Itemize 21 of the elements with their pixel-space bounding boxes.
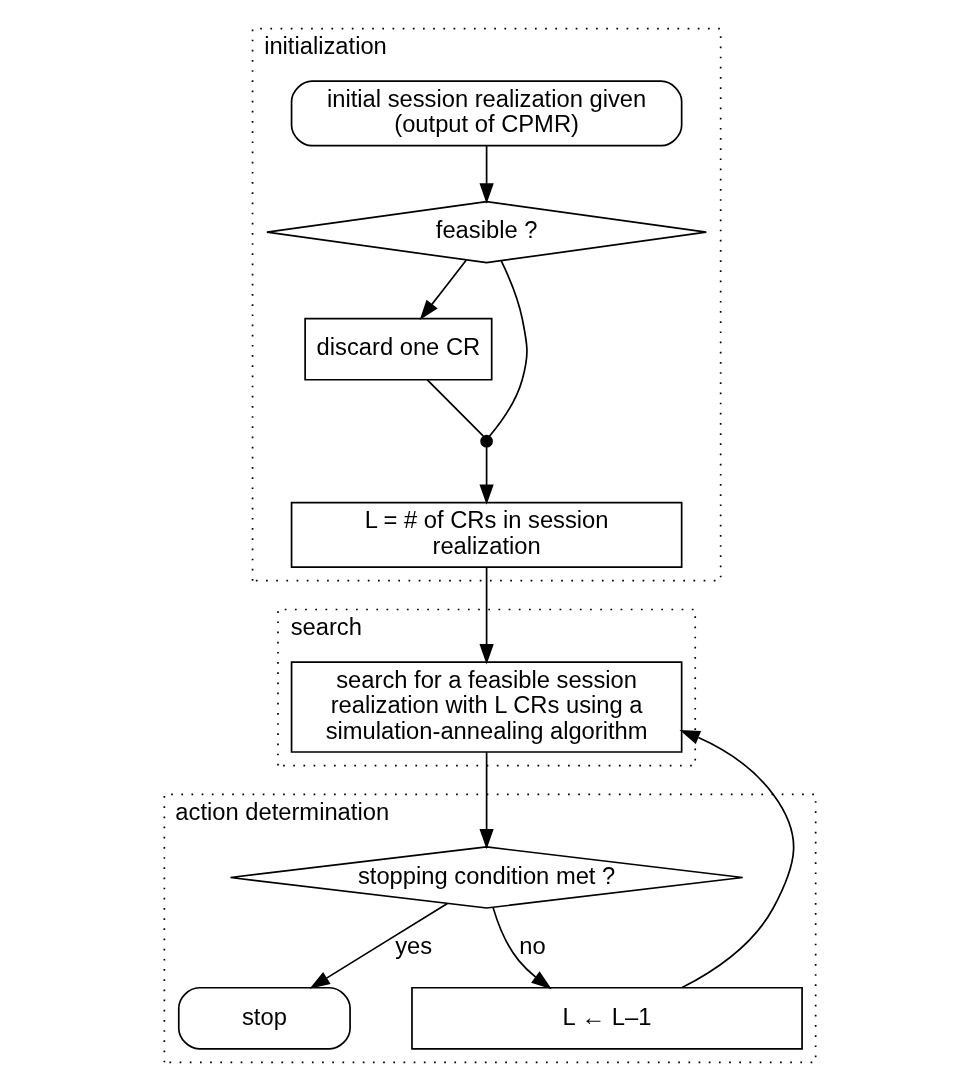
arrow [479, 145, 494, 204]
connector [488, 260, 528, 437]
node-box: discard one CR [304, 317, 493, 381]
node-diamond: feasible ? [266, 200, 708, 264]
arrow [479, 566, 494, 665]
arrow [479, 445, 494, 505]
edge-label: yes [395, 933, 433, 960]
node-box: initial session realization given (output of CPMR) [290, 80, 683, 147]
arrow [479, 751, 494, 850]
node-circle [480, 434, 493, 448]
arrow [492, 907, 552, 990]
node-box: stop [177, 986, 351, 1050]
node-diamond: stopping condition met ? [229, 846, 744, 909]
arrow [309, 902, 449, 989]
arrow [419, 259, 467, 321]
edge-label: no [519, 933, 546, 960]
arrow [679, 729, 795, 989]
node-box: L = # of CRs in session realization [290, 501, 683, 568]
node-box: search for a feasible session realization with L CRs using a simulation-annealing algorithm [290, 661, 683, 753]
connector [426, 379, 485, 438]
node-box: L ← L–1 [411, 986, 803, 1050]
